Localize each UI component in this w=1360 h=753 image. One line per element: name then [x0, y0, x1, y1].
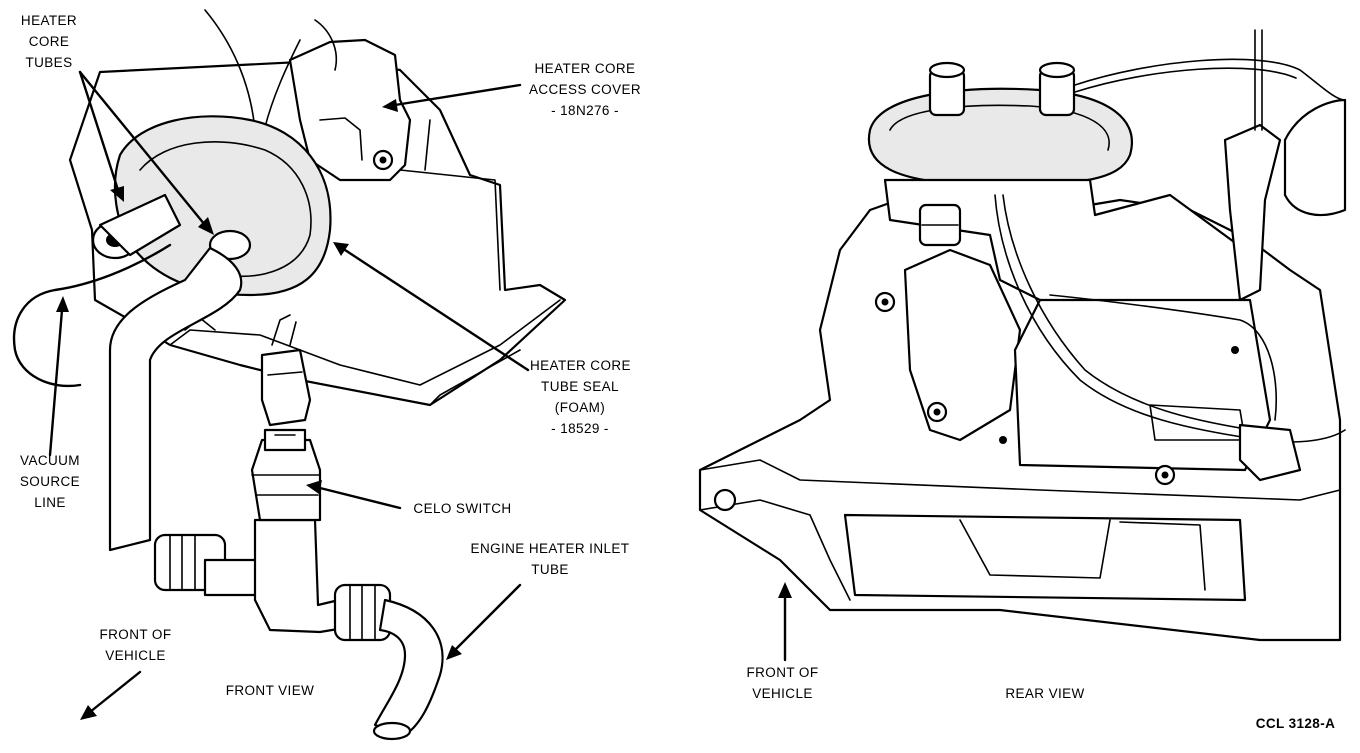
label-line: CELO SWITCH: [413, 501, 512, 516]
label-rear-view: REAR VIEW: [985, 683, 1105, 704]
figure-code: CCL 3128-A: [1238, 713, 1353, 734]
label-tube-seal: HEATER CORE TUBE SEAL (FOAM) - 18529 -: [530, 355, 631, 439]
label-line: HEATER CORE: [534, 61, 636, 76]
leader-lines: [48, 70, 792, 720]
label-line: CORE: [28, 34, 70, 49]
rear-view-illustration: [698, 29, 1347, 642]
tube-cover-plate: [867, 87, 1133, 187]
label-access-cover: HEATER CORE ACCESS COVER - 18N276 -: [520, 58, 650, 121]
label-line: TUBE SEAL: [541, 379, 619, 394]
label-line: (FOAM): [554, 400, 606, 415]
label-front-view: FRONT VIEW: [210, 680, 330, 701]
label-line: VEHICLE: [105, 648, 166, 663]
label-line: TUBES: [25, 55, 73, 70]
label-line: CCL 3128-A: [1255, 716, 1336, 731]
celo-switch-body: [250, 438, 322, 522]
label-front-of-vehicle-right: FRONT OF VEHICLE: [735, 662, 830, 704]
label-engine-heater-inlet-tube: ENGINE HEATER INLET TUBE: [455, 538, 645, 580]
label-line: HEATER CORE: [530, 358, 631, 373]
label-line: REAR VIEW: [1005, 686, 1085, 701]
label-line: VEHICLE: [752, 686, 813, 701]
label-line: FRONT OF: [746, 665, 819, 680]
label-line: VACUUM: [20, 453, 80, 468]
label-line: TUBE: [531, 562, 569, 577]
label-line: - 18N276 -: [551, 103, 619, 118]
label-line: LINE: [34, 495, 66, 510]
label-front-of-vehicle-left: FRONT OF VEHICLE: [88, 624, 183, 666]
label-line: FRONT VIEW: [225, 683, 315, 698]
label-line: HEATER: [20, 13, 78, 28]
label-heater-core-tubes: HEATER CORE TUBES: [14, 10, 84, 73]
label-line: - 18529 -: [551, 421, 609, 436]
lower-vent-opening: [843, 513, 1247, 602]
front-view-illustration: [12, 9, 567, 741]
label-line: SOURCE: [19, 474, 81, 489]
label-celo-switch: CELO SWITCH: [400, 498, 525, 519]
label-vacuum-source-line: VACUUM SOURCE LINE: [10, 450, 90, 513]
engine-heater-inlet-hose: [373, 598, 444, 737]
label-line: ACCESS COVER: [528, 82, 642, 97]
label-line: FRONT OF: [99, 627, 172, 642]
heater-hose-left: [108, 246, 243, 552]
label-line: ENGINE HEATER INLET: [470, 541, 630, 556]
